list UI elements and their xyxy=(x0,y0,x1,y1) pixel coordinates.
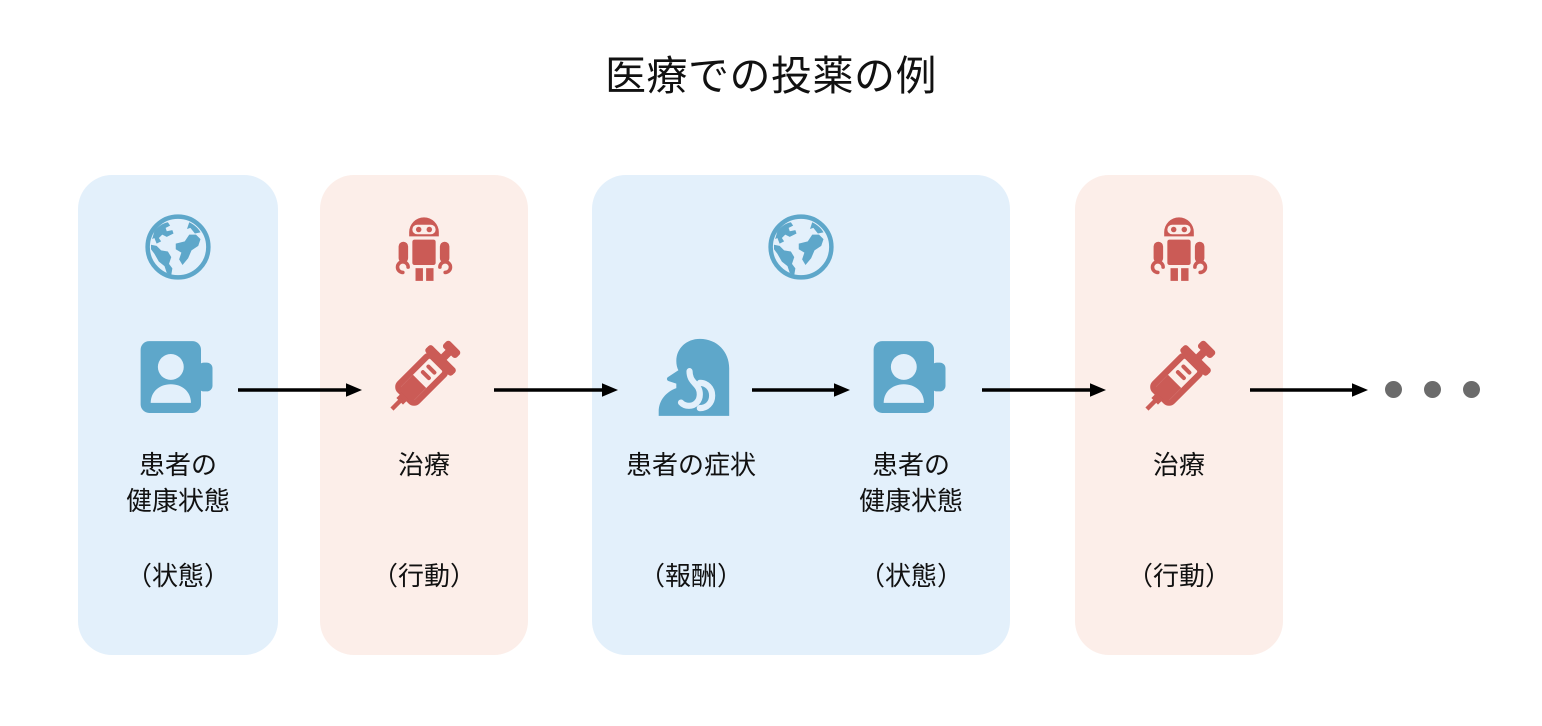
globe-icon xyxy=(768,214,834,280)
panel-column: 治療 （行動） xyxy=(320,175,528,655)
item-label: 治療 xyxy=(397,450,450,480)
item-label: 患者の 健康状態 xyxy=(125,450,230,516)
arrow-action2-to-continuation xyxy=(1250,378,1368,402)
panel-treatment-action-2: 治療 （行動） xyxy=(1075,175,1283,655)
globe-icon-slot xyxy=(78,207,278,287)
main-icon-slot xyxy=(812,327,1010,427)
item-sublabel: （状態） xyxy=(858,561,963,591)
robot-icon-slot xyxy=(1075,207,1283,287)
globe-icon-slot xyxy=(592,207,1010,287)
robot-icon xyxy=(395,217,453,281)
panel-column: 治療 （行動） xyxy=(1075,175,1283,655)
item-label: 治療 xyxy=(1152,450,1205,480)
panel-column-state: 患者の 健康状態 （状態） xyxy=(812,175,1010,655)
item-sublabel: （状態） xyxy=(125,561,230,591)
continuation-dot xyxy=(1385,381,1402,398)
item-label: 患者の症状 xyxy=(625,450,756,480)
panel-treatment-action-1: 治療 （行動） xyxy=(320,175,528,655)
main-icon-slot xyxy=(320,327,528,427)
continuation-dots xyxy=(1385,381,1480,398)
page-title: 医療での投薬の例 xyxy=(605,53,937,99)
item-sublabel: （報酬） xyxy=(638,561,743,591)
contact-book-icon xyxy=(873,341,946,413)
patient-symptom-icon xyxy=(658,338,730,416)
arrow-state2-to-action2 xyxy=(982,378,1106,402)
panel-column: 患者の 健康状態 （状態） xyxy=(78,175,278,655)
globe-icon xyxy=(145,214,211,280)
syringe-icon xyxy=(390,340,461,411)
main-icon-slot xyxy=(592,327,790,427)
panel-patient-state-1: 患者の 健康状態 （状態） xyxy=(78,175,278,655)
main-icon-slot xyxy=(78,327,278,427)
main-icon-slot xyxy=(1075,327,1283,427)
robot-icon xyxy=(1150,217,1208,281)
item-sublabel: （行動） xyxy=(1126,561,1231,591)
syringe-icon xyxy=(1145,340,1216,411)
arrow-action1-to-reward xyxy=(494,378,618,402)
arrow-state1-to-action1 xyxy=(238,378,362,402)
robot-icon-slot xyxy=(320,207,528,287)
continuation-dot xyxy=(1463,381,1480,398)
panel-column-reward: 患者の症状 （報酬） xyxy=(592,175,790,655)
item-sublabel: （行動） xyxy=(371,561,476,591)
contact-book-icon xyxy=(140,341,213,413)
continuation-dot xyxy=(1424,381,1441,398)
arrow-reward-to-state2 xyxy=(752,378,850,402)
item-label: 患者の 健康状態 xyxy=(858,450,963,516)
panel-reward-and-state: 患者の症状 （報酬） 患者の 健康状態 （状態） xyxy=(592,175,1010,655)
